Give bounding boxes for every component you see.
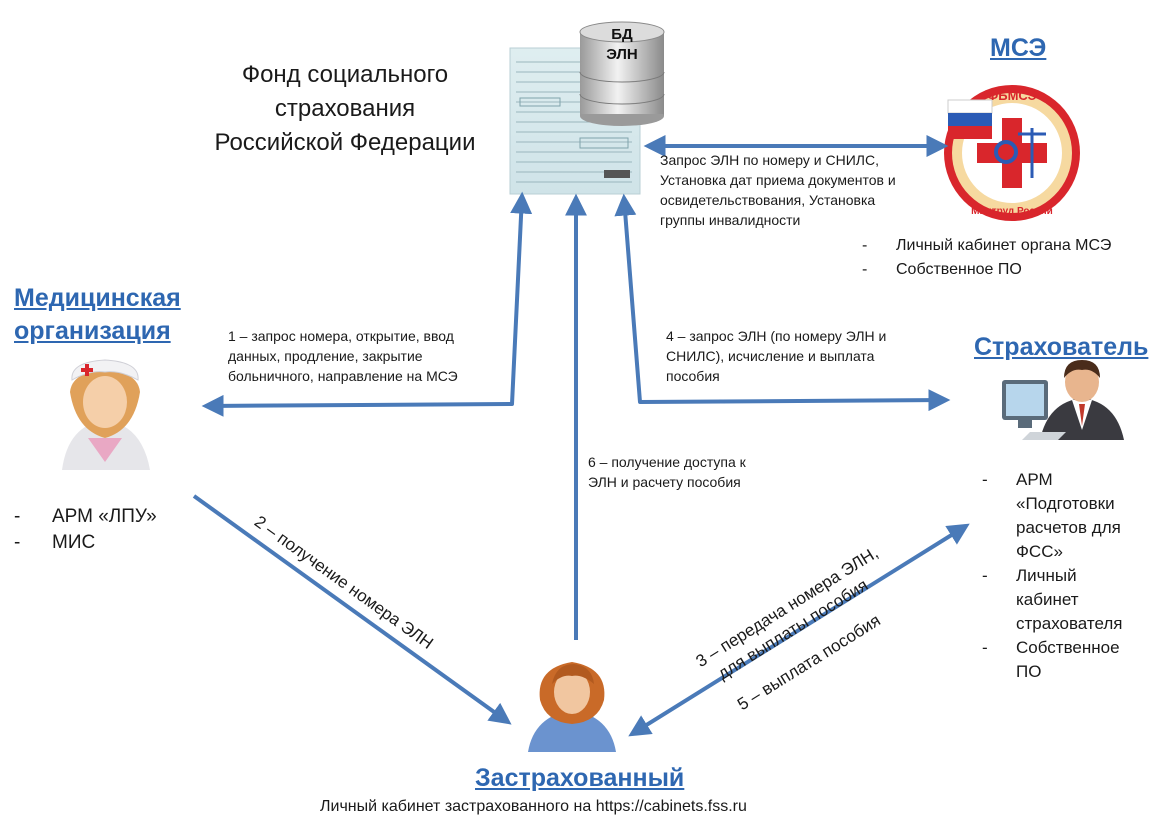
insured-caption: Личный кабинет застрахованного на https:…	[320, 798, 747, 815]
flow-line: 1 – запрос номера, открытие, ввод	[228, 328, 454, 344]
mse-logo-icon	[944, 85, 1080, 221]
flow-line: освидетельствования, Установка	[660, 192, 876, 208]
list-item-text: «Подготовки	[1016, 494, 1115, 513]
list-item-text: Собственное	[1016, 638, 1120, 657]
list-item-text: расчетов для	[1016, 518, 1121, 537]
flow-label-4: 4 – запрос ЭЛН (по номеру ЭЛН и СНИЛС), …	[666, 326, 886, 386]
list-item-text: Личный кабинет органа МСЭ	[896, 237, 1112, 254]
flow-label-mse: Запрос ЭЛН по номеру и СНИЛС, Установка …	[660, 150, 896, 230]
flow-line: Установка дат приема документов и	[660, 172, 896, 188]
list-item-text: Личный	[1016, 566, 1077, 585]
fund-title-line: страхования	[274, 95, 416, 122]
fund-title-line: Российской Федерации	[214, 129, 476, 156]
list-item-text: Собственное ПО	[896, 261, 1022, 278]
list-item: -АРМ «ЛПУ»	[14, 504, 157, 530]
list-item-text: страхователя	[1016, 614, 1123, 633]
medorg-list: -АРМ «ЛПУ» -МИС	[14, 504, 157, 556]
mse-title[interactable]: МСЭ	[990, 34, 1047, 62]
flow-label-6: 6 – получение доступа к ЭЛН и расчету по…	[588, 452, 746, 492]
list-item: -Собственное ПО	[862, 258, 1111, 282]
insurer-title[interactable]: Страхователь	[974, 333, 1149, 361]
flow-line: больничного, направление на МСЭ	[228, 368, 458, 384]
businessman-computer-icon	[1002, 360, 1124, 440]
arrow-medorg-insured	[192, 494, 512, 725]
flow-line: 6 – получение доступа к	[588, 454, 746, 470]
list-item: - Собственное ПО	[982, 636, 1123, 684]
flow-line: ЭЛН и расчету пособия	[588, 474, 741, 490]
db-label-line: ЭЛН	[606, 46, 638, 63]
arrow-insured-insurer	[628, 523, 970, 737]
list-item: -МИС	[14, 530, 157, 556]
mse-logo-text: ФБМСЭ	[987, 88, 1037, 103]
fund-title-line: Фонд социального	[241, 61, 449, 88]
insurer-list: - АРМ «Подготовки расчетов для ФСС» - Ли…	[982, 468, 1123, 684]
mse-logo-subtext: Минтруд России	[971, 206, 1053, 217]
arrow-fund-insurer	[614, 193, 951, 412]
insured-title[interactable]: Застрахованный	[475, 764, 685, 792]
woman-icon	[528, 662, 616, 752]
flow-label-1: 1 – запрос номера, открытие, ввод данных…	[228, 326, 458, 386]
list-item-text: ПО	[1016, 662, 1042, 681]
flow-line: Запрос ЭЛН по номеру и СНИЛС,	[660, 152, 879, 168]
mse-list: -Личный кабинет органа МСЭ -Собственное …	[862, 234, 1111, 282]
medorg-title-line: организация	[14, 317, 171, 345]
db-label: БД ЭЛН	[590, 25, 654, 65]
list-item: - Личный кабинет страхователя	[982, 564, 1123, 636]
list-item-text: АРМ «ЛПУ»	[52, 506, 157, 527]
flow-line: пособия	[666, 368, 720, 384]
database-icon	[579, 21, 665, 126]
medorg-title-line: Медицинская	[14, 284, 181, 312]
list-item: -Личный кабинет органа МСЭ	[862, 234, 1111, 258]
list-item-text: МИС	[52, 532, 96, 553]
db-label-line: БД	[611, 26, 633, 43]
list-item-text: ФСС»	[1016, 542, 1063, 561]
flow-line: 4 – запрос ЭЛН (по номеру ЭЛН и	[666, 328, 887, 344]
flow-line: данных, продление, закрытие	[228, 348, 423, 364]
fund-title: Фонд социального страхования Российской …	[180, 58, 510, 160]
flow-line: СНИЛС), исчисление и выплата	[666, 348, 875, 364]
nurse-icon	[62, 359, 150, 470]
medorg-title[interactable]: Медицинская организация	[14, 282, 181, 348]
arrow-fund-medorg	[201, 191, 533, 417]
list-item-text: кабинет	[1016, 590, 1079, 609]
list-item-text: АРМ	[1016, 470, 1053, 489]
flow-line: группы инвалидности	[660, 212, 801, 228]
list-item: - АРМ «Подготовки расчетов для ФСС»	[982, 468, 1123, 564]
